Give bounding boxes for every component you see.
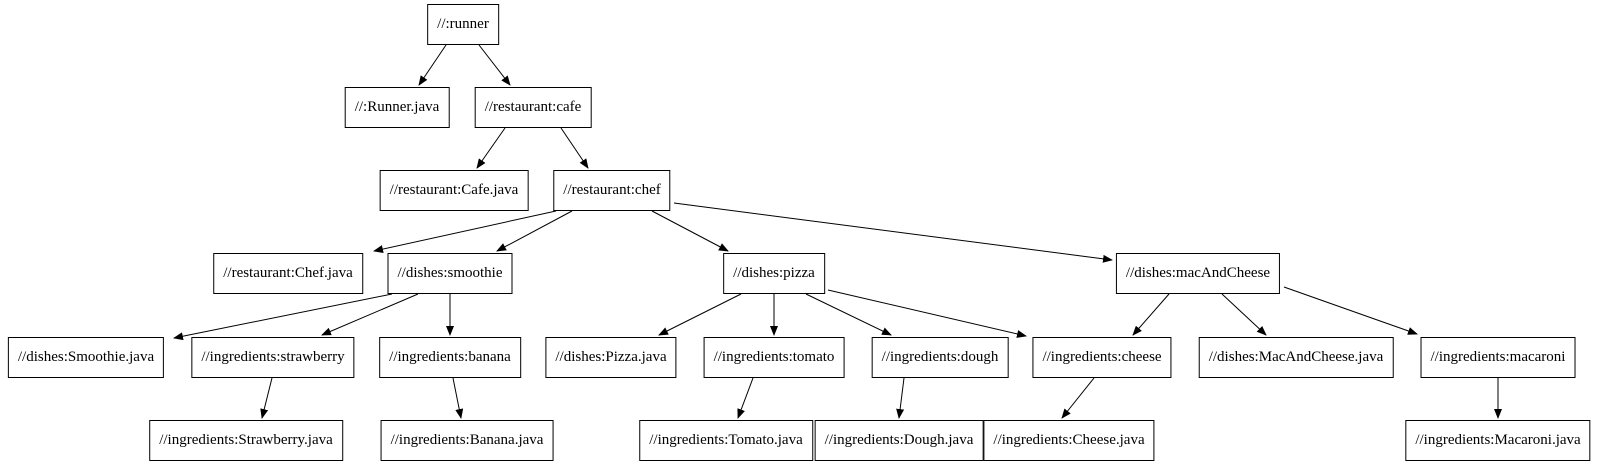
graph-node-pizza_java: //dishes:Pizza.java xyxy=(545,337,677,378)
graph-edge-tomato-to-tomato_java xyxy=(737,377,754,419)
graph-edge-mac-to-cheese xyxy=(1132,293,1170,336)
graph-node-banana_java: //ingredients:Banana.java xyxy=(380,420,554,461)
graph-node-mac_java: //dishes:MacAndCheese.java xyxy=(1198,337,1394,378)
graph-node-cheese_java: //ingredients:Cheese.java xyxy=(983,420,1155,461)
graph-edge-chef-to-pizza xyxy=(651,210,729,252)
graph-node-cafe_java: //restaurant:Cafe.java xyxy=(379,170,529,211)
graph-node-cafe: //restaurant:cafe xyxy=(474,87,592,128)
graph-edge-dough-to-dough_java xyxy=(896,377,905,419)
graph-node-tomato_java: //ingredients:Tomato.java xyxy=(639,420,813,461)
graph-edge-smoothie-to-strawberry xyxy=(321,293,419,336)
graph-node-runner_java: //:Runner.java xyxy=(344,87,450,128)
graph-edge-chef-to-smoothie xyxy=(496,210,573,252)
graph-edge-cafe-to-chef xyxy=(560,127,589,169)
graph-edge-chef-to-chef_java xyxy=(373,210,557,253)
graph-node-dough_java: //ingredients:Dough.java xyxy=(814,420,984,461)
graph-edges xyxy=(173,44,1502,419)
graph-node-macaroni: //ingredients:macaroni xyxy=(1420,337,1576,378)
graph-node-chef_java: //restaurant:Chef.java xyxy=(213,253,363,294)
graph-edge-mac-to-mac_java xyxy=(1221,293,1267,336)
graph-node-tomato: //ingredients:tomato xyxy=(703,337,845,378)
graph-node-cheese: //ingredients:cheese xyxy=(1032,337,1172,378)
graph-node-runner: //:runner xyxy=(427,4,499,45)
graph-node-smoothie: //dishes:smoothie xyxy=(387,253,513,294)
graph-node-mac: //dishes:macAndCheese xyxy=(1115,253,1281,294)
graph-edge-pizza-to-cheese xyxy=(827,289,1027,338)
graph-node-chef: //restaurant:chef xyxy=(553,170,671,211)
graph-edge-pizza-to-dough xyxy=(805,293,892,336)
graph-edge-smoothie-to-smoothie_java xyxy=(173,293,393,341)
graph-edge-runner-to-runner_java xyxy=(418,44,447,86)
graph-node-strawberry: //ingredients:strawberry xyxy=(191,337,355,378)
graph-edge-pizza-to-pizza_java xyxy=(658,293,742,336)
graph-edge-cafe-to-cafe_java xyxy=(476,127,506,169)
graph-edge-mac-to-macaroni xyxy=(1283,286,1418,335)
graph-edge-banana-to-banana_java xyxy=(452,377,464,419)
graph-node-strawberry_java: //ingredients:Strawberry.java xyxy=(149,420,343,461)
graph-node-smoothie_java: //dishes:Smoothie.java xyxy=(7,337,165,378)
graph-node-macaroni_java: //ingredients:Macaroni.java xyxy=(1405,420,1591,461)
graph-edge-strawberry-to-strawberry_java xyxy=(260,377,273,419)
graph-edge-chef-to-mac xyxy=(673,202,1113,263)
graph-node-dough: //ingredients:dough xyxy=(871,337,1009,378)
graph-node-pizza: //dishes:pizza xyxy=(723,253,825,294)
graph-node-banana: //ingredients:banana xyxy=(379,337,521,378)
graph-edge-runner-to-cafe xyxy=(478,44,511,86)
graph-edge-cheese-to-cheese_java xyxy=(1061,377,1095,419)
